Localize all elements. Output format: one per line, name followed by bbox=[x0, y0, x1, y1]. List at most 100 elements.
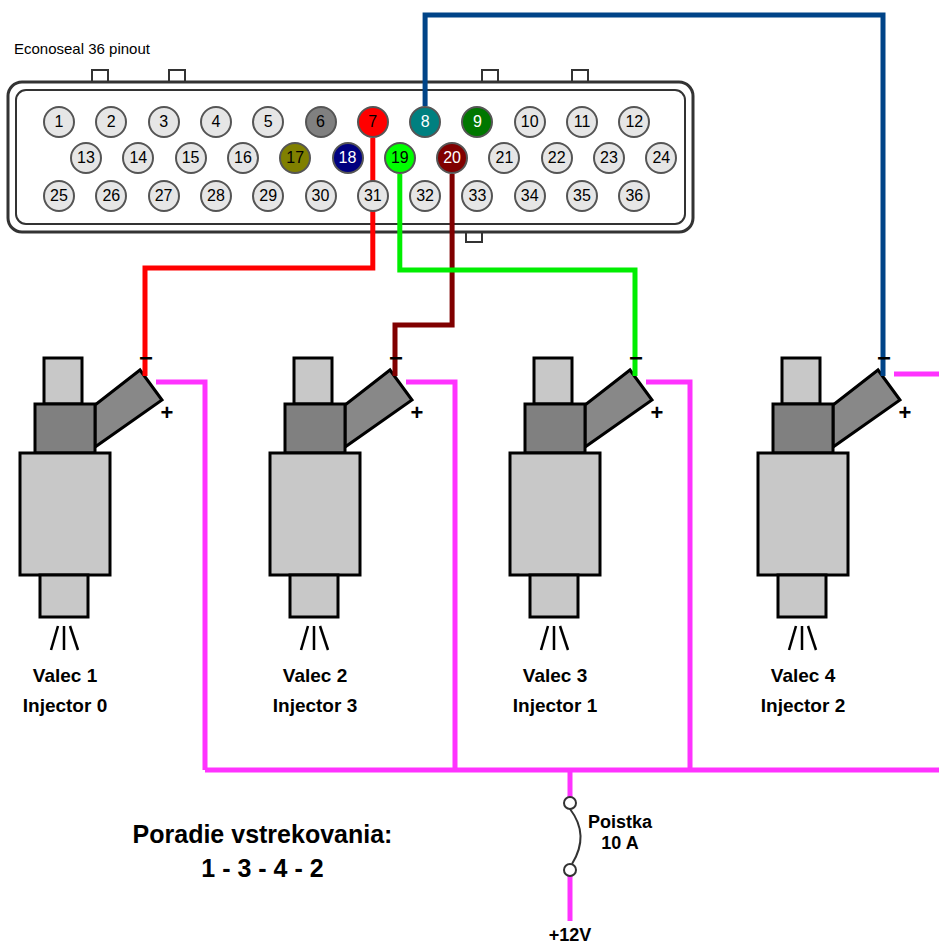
pin-circle: 17 bbox=[279, 142, 311, 174]
connector-title: Econoseal 36 pinout bbox=[14, 40, 150, 57]
pin-number: 2 bbox=[107, 113, 116, 131]
signal-wire bbox=[425, 15, 883, 376]
spray-line bbox=[70, 626, 78, 650]
pin-circle: 14 bbox=[122, 142, 154, 174]
pin-circle: 10 bbox=[514, 106, 546, 138]
fuse-symbol bbox=[564, 797, 581, 876]
spray-line bbox=[51, 626, 58, 650]
pin-number: 4 bbox=[211, 113, 220, 131]
pin-number: 19 bbox=[391, 149, 409, 167]
label-text: Poistka 10 A bbox=[578, 812, 662, 854]
injector-nozzle bbox=[40, 575, 88, 617]
pin-number: 1 bbox=[55, 113, 64, 131]
injector-drawings bbox=[20, 358, 900, 650]
cylinder-name: Valec 3 bbox=[490, 665, 620, 687]
injector: Valec 1Injector 0 bbox=[20, 376, 148, 721]
injector-body bbox=[20, 453, 110, 575]
injector: Valec 3Injector 1 bbox=[510, 376, 638, 721]
injector-body bbox=[758, 453, 848, 575]
pin-circle: 26 bbox=[95, 180, 127, 212]
injector-plug bbox=[345, 370, 412, 447]
pin-number: 30 bbox=[312, 187, 330, 205]
pin-number: 7 bbox=[368, 113, 377, 131]
label-text: + bbox=[407, 400, 427, 426]
pin-number: 14 bbox=[129, 149, 147, 167]
injector-body bbox=[270, 453, 360, 575]
pin-number: 32 bbox=[416, 187, 434, 205]
spray-line bbox=[560, 626, 568, 650]
pin-number: 34 bbox=[521, 187, 539, 205]
pin-circle: 28 bbox=[200, 180, 232, 212]
injector-body bbox=[510, 453, 600, 575]
injector-name: Injector 2 bbox=[738, 695, 868, 717]
pin-circle: 32 bbox=[409, 180, 441, 212]
pin-circle: 25 bbox=[43, 180, 75, 212]
pin-number: 35 bbox=[573, 187, 591, 205]
injector-nozzle bbox=[530, 575, 578, 617]
connector-housing bbox=[8, 70, 693, 242]
spray-line bbox=[789, 626, 796, 650]
injector: Valec 4Injector 2 bbox=[758, 376, 886, 721]
label-text: − bbox=[626, 344, 646, 372]
injector-symbol bbox=[270, 358, 412, 650]
pin-number: 33 bbox=[468, 187, 486, 205]
pin-number: 22 bbox=[548, 149, 566, 167]
pin-number: 17 bbox=[286, 149, 304, 167]
injector-name: Injector 0 bbox=[0, 695, 130, 717]
cylinder-name: Valec 2 bbox=[250, 665, 380, 687]
pin-number: 13 bbox=[77, 149, 95, 167]
cylinder-name: Valec 1 bbox=[0, 665, 130, 687]
cylinder-name: Valec 4 bbox=[738, 665, 868, 687]
pin-number: 25 bbox=[50, 187, 68, 205]
pin-number: 10 bbox=[521, 113, 539, 131]
signal-wire bbox=[400, 174, 635, 376]
pin-circle: 5 bbox=[252, 106, 284, 138]
injector-name: Injector 3 bbox=[250, 695, 380, 717]
injector-plug bbox=[95, 370, 162, 447]
pin-circle: 30 bbox=[305, 180, 337, 212]
label-text: + bbox=[647, 400, 667, 426]
pin-number: 36 bbox=[625, 187, 643, 205]
connector: Econoseal 36 pinout123456789101112131415… bbox=[8, 82, 693, 232]
pin-circle: 2 bbox=[95, 106, 127, 138]
injector-neck bbox=[285, 404, 345, 453]
label-text: +12V bbox=[535, 925, 605, 946]
injector: Valec 2Injector 3 bbox=[270, 376, 398, 721]
pin-circle: 16 bbox=[227, 142, 259, 174]
spray-line bbox=[801, 626, 804, 650]
pin-number: 31 bbox=[364, 187, 382, 205]
injector-nozzle bbox=[290, 575, 338, 617]
pin-number: 27 bbox=[155, 187, 173, 205]
pin-circle: 18 bbox=[332, 142, 364, 174]
pin-number: 5 bbox=[264, 113, 273, 131]
label-text: − bbox=[386, 344, 406, 372]
pin-circle: 8 bbox=[409, 106, 441, 138]
pin-circle: 35 bbox=[566, 180, 598, 212]
pin-number: 16 bbox=[234, 149, 252, 167]
pin-circle: 4 bbox=[200, 106, 232, 138]
pin-circle: 33 bbox=[461, 180, 493, 212]
pin-circle: 22 bbox=[541, 142, 573, 174]
pin-number: 9 bbox=[473, 113, 482, 131]
spray-line bbox=[808, 626, 816, 650]
pin-circle: 29 bbox=[252, 180, 284, 212]
injector-cap bbox=[294, 358, 332, 404]
spray-line bbox=[320, 626, 328, 650]
signal-wire bbox=[395, 174, 452, 376]
injector-neck bbox=[35, 404, 95, 453]
injector-name: Injector 1 bbox=[490, 695, 620, 717]
label-text: − bbox=[136, 344, 156, 372]
pin-number: 18 bbox=[339, 149, 357, 167]
spray-line bbox=[313, 626, 316, 650]
pin-circle: 23 bbox=[593, 142, 625, 174]
pin-circle: 20 bbox=[436, 142, 468, 174]
injector-nozzle bbox=[778, 575, 826, 617]
pin-number: 11 bbox=[574, 113, 591, 131]
pin-circle: 21 bbox=[488, 142, 520, 174]
pin-circle: 9 bbox=[461, 106, 493, 138]
pin-number: 24 bbox=[652, 149, 670, 167]
pin-number: 3 bbox=[159, 113, 168, 131]
pin-circle: 13 bbox=[70, 142, 102, 174]
pin-circle: 24 bbox=[645, 142, 677, 174]
